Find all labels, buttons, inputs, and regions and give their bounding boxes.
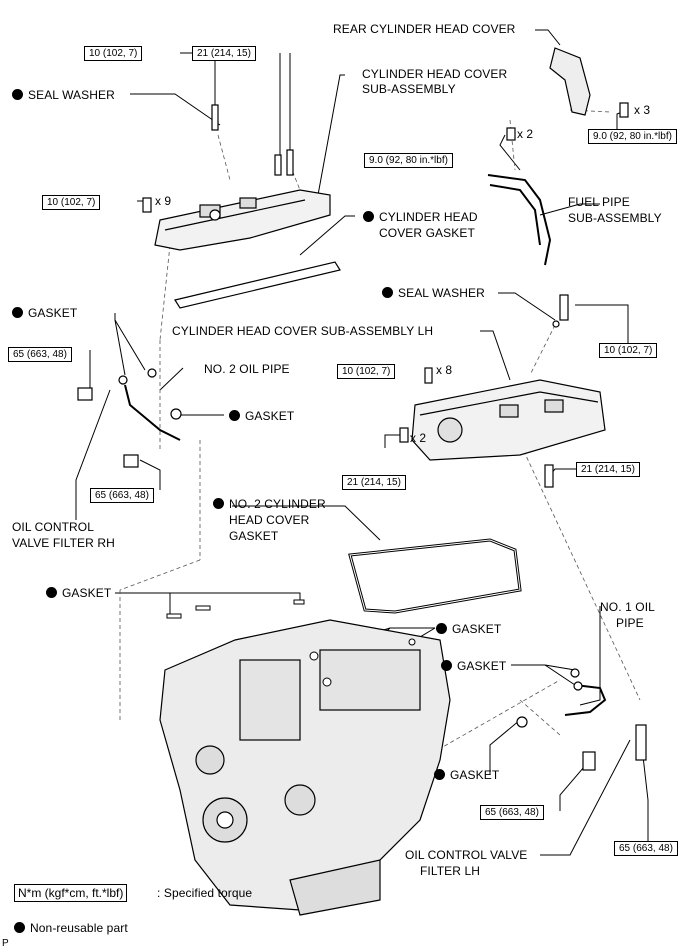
seal-washer-mid-text: SEAL WASHER [398, 286, 485, 300]
gasket-engine-right-label: GASKET [436, 622, 501, 636]
gasket-no1-pipe-text: GASKET [457, 659, 507, 673]
torque-21-top: 21 (214, 15) [192, 46, 256, 61]
oil-control-valve-filter-rh-label-line2: VALVE FILTER RH [12, 536, 115, 550]
torque-9-rear: 9.0 (92, 80 in.*lbf) [588, 129, 677, 144]
cylinder-head-cover-gasket-label-line1: CYLINDER HEAD [363, 210, 478, 224]
legend-torque-format: N*m (kgf*cm, ft.*lbf) [14, 884, 128, 902]
seal-washer-top-label: SEAL WASHER [12, 88, 115, 102]
gasket-left-label: GASKET [12, 306, 77, 320]
no1-oil-pipe-label-line1: NO. 1 OIL [600, 600, 655, 614]
torque-65-lower-mid: 65 (663, 48) [480, 805, 544, 820]
nonreusable-dot-icon [14, 922, 25, 933]
nonreusable-dot-icon [229, 410, 240, 421]
quantity-x2-fuel: x 2 [517, 127, 534, 141]
gasket-mid-label: GASKET [229, 409, 294, 423]
legend-torque-description: : Specified torque [157, 886, 253, 900]
torque-10-top: 10 (102, 7) [84, 46, 143, 61]
page-marker: P [2, 938, 9, 949]
gasket-engine-left-label: GASKET [46, 586, 111, 600]
oil-control-valve-filter-lh-label-line1: OIL CONTROL VALVE [405, 848, 528, 862]
cylinder-head-cover-gasket-text-line1: CYLINDER HEAD [379, 210, 478, 224]
fuel-pipe-label-line1: FUEL PIPE [568, 195, 630, 209]
nonreusable-dot-icon [363, 211, 374, 222]
fuel-pipe-label-line2: SUB-ASSEMBLY [568, 211, 662, 225]
quantity-x2-lh: x 2 [410, 431, 427, 445]
gasket-lower-right-text: GASKET [450, 768, 500, 782]
cylinder-head-cover-gasket-label-line2: COVER GASKET [379, 226, 475, 240]
torque-10-x9: 10 (102, 7) [42, 195, 101, 210]
cylinder-head-cover-lh-label: CYLINDER HEAD COVER SUB-ASSEMBLY LH [172, 324, 434, 338]
nonreusable-dot-icon [441, 660, 452, 671]
quantity-x8: x 8 [436, 363, 453, 377]
oil-control-valve-filter-rh-label-line1: OIL CONTROL [12, 520, 95, 534]
nonreusable-dot-icon [213, 498, 224, 509]
torque-9-fuel: 9.0 (92, 80 in.*lbf) [364, 153, 453, 168]
torque-65-left-top: 65 (663, 48) [8, 347, 72, 362]
cylinder-head-cover-subassembly-label-line2: SUB-ASSEMBLY [362, 82, 456, 96]
seal-washer-mid-label: SEAL WASHER [382, 286, 485, 300]
gasket-engine-left-text: GASKET [62, 586, 112, 600]
rear-cylinder-head-cover-label: REAR CYLINDER HEAD COVER [333, 22, 516, 36]
oil-control-valve-filter-lh-label-line2: FILTER LH [420, 864, 481, 878]
torque-21-lh-right: 21 (214, 15) [576, 462, 640, 477]
nonreusable-dot-icon [382, 287, 393, 298]
quantity-x3: x 3 [634, 103, 651, 117]
no2-cylinder-head-cover-gasket-label-line2: HEAD COVER [229, 513, 310, 527]
gasket-lower-right-label: GASKET [434, 768, 499, 782]
nonreusable-dot-icon [12, 307, 23, 318]
torque-10-lh-x8: 10 (102, 7) [337, 364, 396, 379]
quantity-x9: x 9 [155, 194, 172, 208]
torque-10-lh-right: 10 (102, 7) [599, 343, 658, 358]
nonreusable-dot-icon [434, 769, 445, 780]
nonreusable-dot-icon [46, 587, 57, 598]
gasket-mid-text: GASKET [245, 409, 295, 423]
gasket-engine-right-text: GASKET [452, 622, 502, 636]
gasket-no1-pipe-label: GASKET [441, 659, 506, 673]
no2-cylinder-head-cover-gasket-label-line3: GASKET [229, 529, 279, 543]
no2-cylinder-head-cover-gasket-text-line1: NO. 2 CYLINDER [229, 497, 326, 511]
no2-cylinder-head-cover-gasket-label-line1: NO. 2 CYLINDER [213, 497, 326, 511]
no1-oil-pipe-label-line2: PIPE [616, 616, 644, 630]
torque-65-lower-right: 65 (663, 48) [614, 841, 678, 856]
legend-nonreusable-text: Non-reusable part [30, 921, 128, 935]
nonreusable-dot-icon [12, 89, 23, 100]
seal-washer-top-text: SEAL WASHER [28, 88, 115, 102]
legend-nonreusable: Non-reusable part [14, 921, 128, 935]
nonreusable-dot-icon [436, 623, 447, 634]
torque-21-lh-x2: 21 (214, 15) [342, 475, 406, 490]
torque-65-left-bottom: 65 (663, 48) [90, 488, 154, 503]
no2-oil-pipe-label: NO. 2 OIL PIPE [204, 362, 290, 376]
gasket-left-text: GASKET [28, 306, 78, 320]
cylinder-head-cover-subassembly-label-line1: CYLINDER HEAD COVER [362, 67, 508, 81]
